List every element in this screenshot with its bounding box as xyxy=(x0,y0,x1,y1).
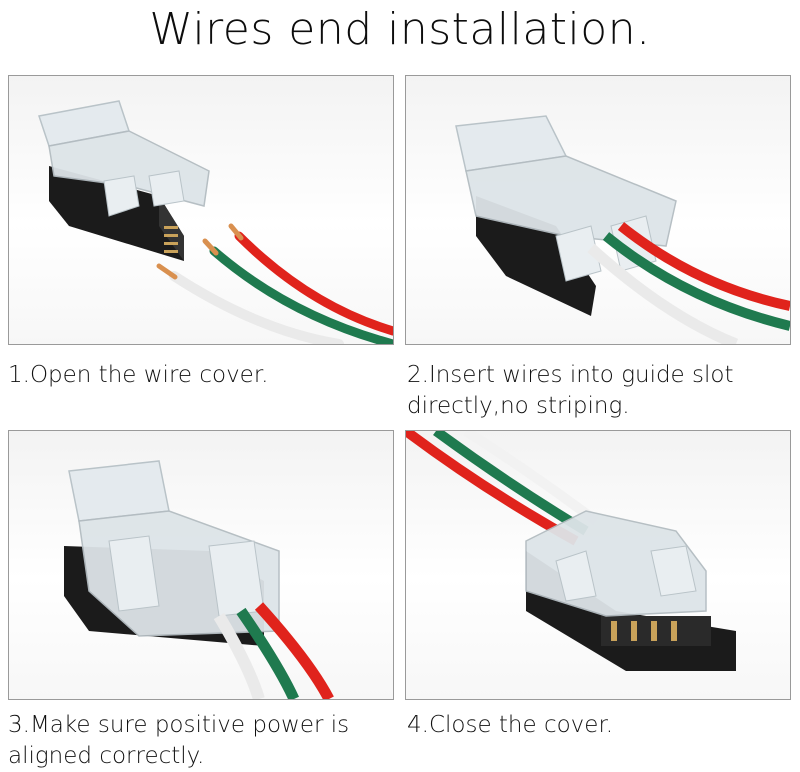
step-3-caption-line-1: 3.Make sure positive power is xyxy=(8,712,350,738)
step-3-caption: 3.Make sure positive power is aligned co… xyxy=(8,710,398,772)
step-4-caption: 4.Close the cover. xyxy=(407,712,614,738)
step-1-caption: 1.Open the wire cover. xyxy=(8,362,269,388)
step-2-caption-line-2: directly,no striping. xyxy=(407,393,630,419)
step-3-photo xyxy=(8,430,394,700)
step-2-photo xyxy=(405,75,791,345)
step-2-caption: 2.Insert wires into guide slot directly,… xyxy=(407,360,799,422)
page-title: Wires end installation. xyxy=(149,4,651,55)
step-3-caption-line-2: aligned correctly. xyxy=(8,743,205,769)
step-4-photo xyxy=(405,430,791,700)
step-2-caption-line-1: 2.Insert wires into guide slot xyxy=(407,362,734,388)
step-1-photo xyxy=(8,75,394,345)
